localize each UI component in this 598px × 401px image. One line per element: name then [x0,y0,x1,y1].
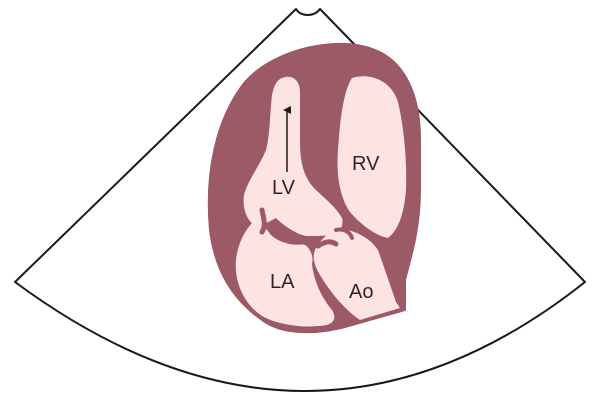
label-rv: RV [352,153,380,175]
label-lv: LV [272,177,296,199]
label-ao: Ao [349,281,373,303]
mitral-valve [262,210,264,232]
label-la: LA [270,271,295,293]
